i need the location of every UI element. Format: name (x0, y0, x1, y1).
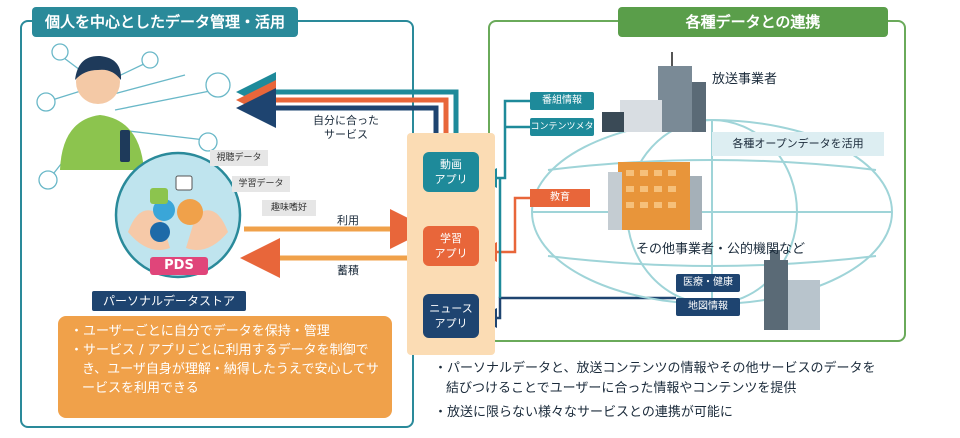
person-figure (60, 55, 144, 170)
education-label: 教育 (530, 189, 590, 207)
use-label: 利用 (337, 214, 359, 227)
content-meta-label: コンテンツメタ (530, 118, 594, 136)
personal-data-title: 個人を中心としたデータ管理・活用 (32, 7, 298, 37)
pds-circle (114, 151, 242, 279)
service-label-line1: 自分に合った (313, 114, 379, 127)
map-info-label: 地図情報 (676, 298, 740, 316)
service-label-line2: サービス (324, 128, 368, 141)
store-label: 蓄積 (337, 264, 359, 277)
hospital-building (764, 250, 820, 330)
learning-app[interactable]: 学習 アプリ (423, 226, 479, 266)
broadcaster-building (602, 52, 706, 132)
video-app[interactable]: 動画 アプリ (423, 152, 479, 192)
note-line-1: ・パーソナルデータと、放送コンテンツの情報やその他サービスのデータを (434, 361, 876, 376)
news-app[interactable]: ニュース アプリ (423, 294, 479, 338)
pds-logo: PDS (150, 257, 208, 275)
broadcaster-label: 放送事業者 (712, 72, 778, 87)
learning-app-line2: アプリ (434, 247, 468, 260)
video-app-line2: アプリ (434, 173, 468, 186)
video-app-line1: 動画 (440, 158, 462, 171)
note-line-2: 結びつけることでユーザーに合った情報やコンテンツを提供 (446, 381, 797, 396)
news-app-line1: ニュース (429, 302, 473, 315)
feature-item-2: ・サービス / アプリごとに利用するデータを制御でき、ユーザ自身が理解・納得した… (70, 343, 380, 396)
personal-data-store-label: パーソナルデータストア (92, 291, 246, 311)
program-info-label: 番組情報 (530, 92, 594, 110)
viewing-data-tag: 視聴データ (210, 150, 268, 166)
news-app-line2: アプリ (434, 317, 468, 330)
learning-data-tag: 学習データ (232, 176, 290, 192)
office-building (608, 162, 702, 230)
note-line-3: ・放送に限らない様々なサービスとの連携が可能に (434, 405, 733, 420)
learning-app-line1: 学習 (440, 232, 462, 245)
other-orgs-label: その他事業者・公的機関など (636, 242, 806, 257)
open-data-label: 各種オープンデータを活用 (712, 132, 884, 156)
medical-label: 医療・健康 (676, 274, 740, 292)
data-linkage-title: 各種データとの連携 (618, 7, 888, 37)
pds-features-box: ・ユーザーごとに自分でデータを保持・管理 ・サービス / アプリごとに利用するデ… (58, 316, 392, 418)
feature-item-1: ・ユーザーごとに自分でデータを保持・管理 (70, 324, 330, 339)
hobby-tag: 趣味嗜好 (262, 200, 316, 216)
